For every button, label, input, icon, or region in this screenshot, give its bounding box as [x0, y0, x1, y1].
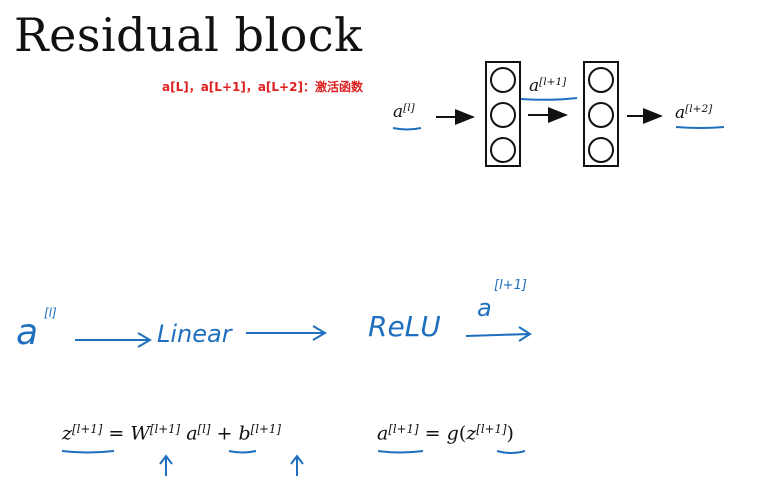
- underline-input: [392, 127, 422, 131]
- underline-middle: [520, 97, 578, 101]
- hand-arrow-2: [246, 325, 327, 341]
- hand-relu: ReLU: [368, 310, 441, 343]
- underline-z: [61, 450, 115, 454]
- hand-a-output: a: [477, 294, 492, 322]
- layer2-neuron: [588, 137, 614, 163]
- output-activation-label: a[l+2]: [675, 103, 713, 123]
- layer1-box: [485, 61, 521, 167]
- up-arrow-W: [159, 454, 173, 476]
- layer1-neuron: [490, 67, 516, 93]
- hand-a-output-sup: [l+1]: [494, 278, 527, 293]
- activation-equation: a[l+1] = g(z[l+1]): [377, 422, 514, 445]
- layer2-box: [583, 61, 619, 167]
- layer2-neuron: [588, 102, 614, 128]
- layer1-neuron: [490, 102, 516, 128]
- underline-output: [675, 126, 725, 129]
- slide-title: Residual block: [14, 8, 363, 62]
- underline-z2: [496, 450, 526, 454]
- hand-arrow-3: [465, 326, 532, 342]
- layer2-neuron: [588, 67, 614, 93]
- hand-a-input: a: [16, 312, 39, 353]
- activation-annotation: a[L]，a[L+1]，a[L+2]：激活函数: [162, 80, 363, 94]
- input-activation-label: a[l]: [393, 102, 415, 122]
- hand-arrow-1: [75, 332, 152, 348]
- up-arrow-b: [290, 454, 304, 476]
- layer1-neuron: [490, 137, 516, 163]
- hand-a-input-sup: [l]: [44, 306, 57, 320]
- underline-a: [228, 450, 257, 454]
- hand-linear: Linear: [157, 320, 232, 348]
- underline-a2: [377, 450, 424, 454]
- linear-equation: z[l+1] = W[l+1] a[l] + b[l+1]: [62, 422, 281, 445]
- hidden-activation-label: a[l+1]: [529, 76, 567, 96]
